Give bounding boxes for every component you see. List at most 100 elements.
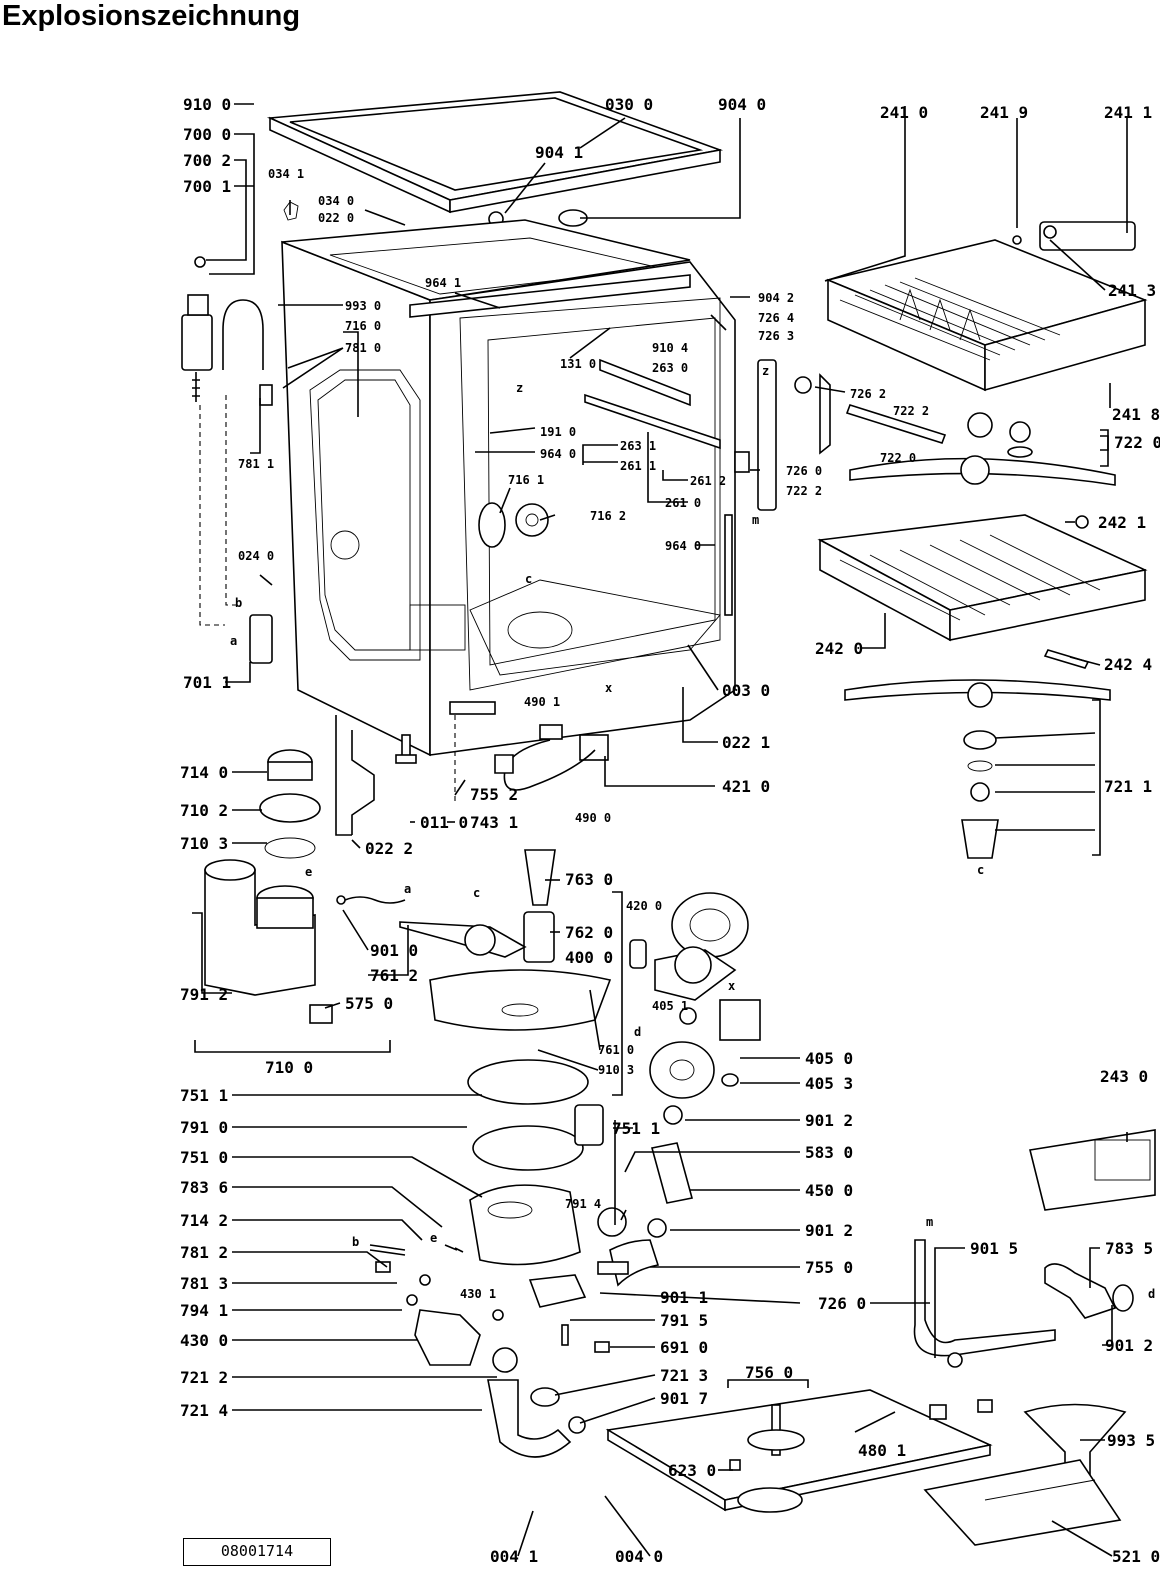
label-901-7: 901 7 — [660, 1389, 708, 1408]
label-964-1: 964 1 — [425, 276, 461, 290]
label-430-1: 430 1 — [460, 1287, 496, 1301]
label-910-0: 910 0 — [183, 95, 231, 114]
label-781-2: 781 2 — [180, 1243, 228, 1262]
label-131-0: 131 0 — [560, 357, 596, 371]
label-430-0: 430 0 — [180, 1331, 228, 1350]
label-783-6: 783 6 — [180, 1178, 228, 1197]
label-710-3: 710 3 — [180, 834, 228, 853]
label-726-0-hinge: 726 0 — [786, 464, 822, 478]
label-726-4: 726 4 — [758, 311, 794, 325]
label-034-0: 034 0 — [318, 194, 354, 208]
letter-d: d — [634, 1025, 641, 1039]
letter-e: e — [430, 1231, 437, 1245]
label-700-2: 700 2 — [183, 151, 231, 170]
label-910-4: 910 4 — [652, 341, 688, 355]
label-762-0: 762 0 — [565, 923, 613, 942]
label-241-1: 241 1 — [1104, 103, 1152, 122]
label-583-0: 583 0 — [805, 1143, 853, 1162]
label-781-0: 781 0 — [345, 341, 381, 355]
label-751-1: 751 1 — [180, 1086, 228, 1105]
label-755-0: 755 0 — [805, 1258, 853, 1277]
label-726-2: 726 2 — [850, 387, 886, 401]
label-714-0: 714 0 — [180, 763, 228, 782]
label-623-0: 623 0 — [668, 1461, 716, 1480]
label-761-2: 761 2 — [370, 966, 418, 985]
label-022-1: 022 1 — [722, 733, 770, 752]
letter-e: e — [305, 865, 312, 879]
label-521-0: 521 0 — [1112, 1547, 1160, 1566]
label-241-9: 241 9 — [980, 103, 1028, 122]
label-575-0: 575 0 — [345, 994, 393, 1013]
label-034-1: 034 1 — [268, 167, 304, 181]
label-024-0: 024 0 — [238, 549, 274, 563]
label-726-0: 726 0 — [818, 1294, 866, 1313]
label-721-4: 721 4 — [180, 1401, 228, 1420]
label-710-0: 710 0 — [265, 1058, 313, 1077]
label-714-2: 714 2 — [180, 1211, 228, 1230]
document-number-box: 08001714 — [183, 1538, 331, 1566]
label-004-0: 004 0 — [615, 1547, 663, 1566]
label-242-1: 242 1 — [1098, 513, 1146, 532]
reference-letters: z z c b a x m c e a c x d b e m d — [230, 364, 1155, 1301]
label-241-0: 241 0 — [880, 103, 928, 122]
letter-m: m — [926, 1215, 933, 1229]
label-022-2: 022 2 — [365, 839, 413, 858]
letter-c: c — [473, 886, 480, 900]
motor-pump-part — [654, 892, 749, 1001]
label-243-0: 243 0 — [1100, 1067, 1148, 1086]
label-241-3: 241 3 — [1108, 281, 1156, 300]
label-964-0: 964 0 — [540, 447, 576, 461]
letter-c: c — [977, 863, 984, 877]
label-901-5: 901 5 — [970, 1239, 1018, 1258]
label-901-1: 901 1 — [660, 1288, 708, 1307]
water-softener-part — [204, 859, 316, 996]
label-751-0: 751 0 — [180, 1148, 228, 1167]
label-901-2: 901 2 — [805, 1111, 853, 1130]
label-722-2-hinge: 722 2 — [786, 484, 822, 498]
label-791-2: 791 2 — [180, 985, 228, 1004]
label-003-0: 003 0 — [722, 681, 770, 700]
label-030-0: 030 0 — [605, 95, 653, 114]
label-700-1: 700 1 — [183, 177, 231, 196]
label-701-1: 701 1 — [183, 673, 231, 692]
upper-basket-part — [825, 239, 1148, 392]
label-721-1: 721 1 — [1104, 777, 1152, 796]
label-910-3: 910 3 — [598, 1063, 634, 1077]
label-755-2: 755 2 — [470, 785, 518, 804]
letter-b: b — [352, 1235, 359, 1249]
label-263-1: 263 1 — [620, 439, 656, 453]
label-721-3: 721 3 — [660, 1366, 708, 1385]
label-450-0: 450 0 — [805, 1181, 853, 1200]
letter-x: x — [605, 681, 612, 695]
label-993-0: 993 0 — [345, 299, 381, 313]
page-title: Explosionszeichnung — [2, 0, 301, 32]
label-904-2: 904 2 — [758, 291, 794, 305]
label-022-0: 022 0 — [318, 211, 354, 225]
label-722-2: 722 2 — [893, 404, 929, 418]
label-964-0-b: 964 0 — [665, 539, 701, 553]
label-400-0: 400 0 — [565, 948, 613, 967]
label-405-1: 405 1 — [652, 999, 688, 1013]
letter-x: x — [728, 979, 735, 993]
label-791-0: 791 0 — [180, 1118, 228, 1137]
label-011-0: 011 0 — [420, 813, 468, 832]
label-722-0-right: 722 0 — [1114, 433, 1160, 452]
part-labels: 910 0 700 0 700 2 700 1 034 1 034 0 022 … — [180, 95, 1160, 1566]
label-490-1: 490 1 — [524, 695, 560, 709]
label-751-1-b: 751 1 — [612, 1119, 660, 1138]
letter-b: b — [235, 596, 242, 610]
label-191-0: 191 0 — [540, 425, 576, 439]
label-756-0: 756 0 — [745, 1363, 793, 1382]
label-241-8: 241 8 — [1112, 405, 1160, 424]
label-781-3: 781 3 — [180, 1274, 228, 1293]
letter-z: z — [762, 364, 769, 378]
label-261-1: 261 1 — [620, 459, 656, 473]
lower-basket-part — [817, 514, 1148, 642]
letter-m: m — [752, 513, 759, 527]
letter-d: d — [1148, 1287, 1155, 1301]
label-261-0: 261 0 — [665, 496, 701, 510]
label-480-1: 480 1 — [858, 1441, 906, 1460]
label-901-2-b: 901 2 — [805, 1221, 853, 1240]
label-420-0: 420 0 — [626, 899, 662, 913]
